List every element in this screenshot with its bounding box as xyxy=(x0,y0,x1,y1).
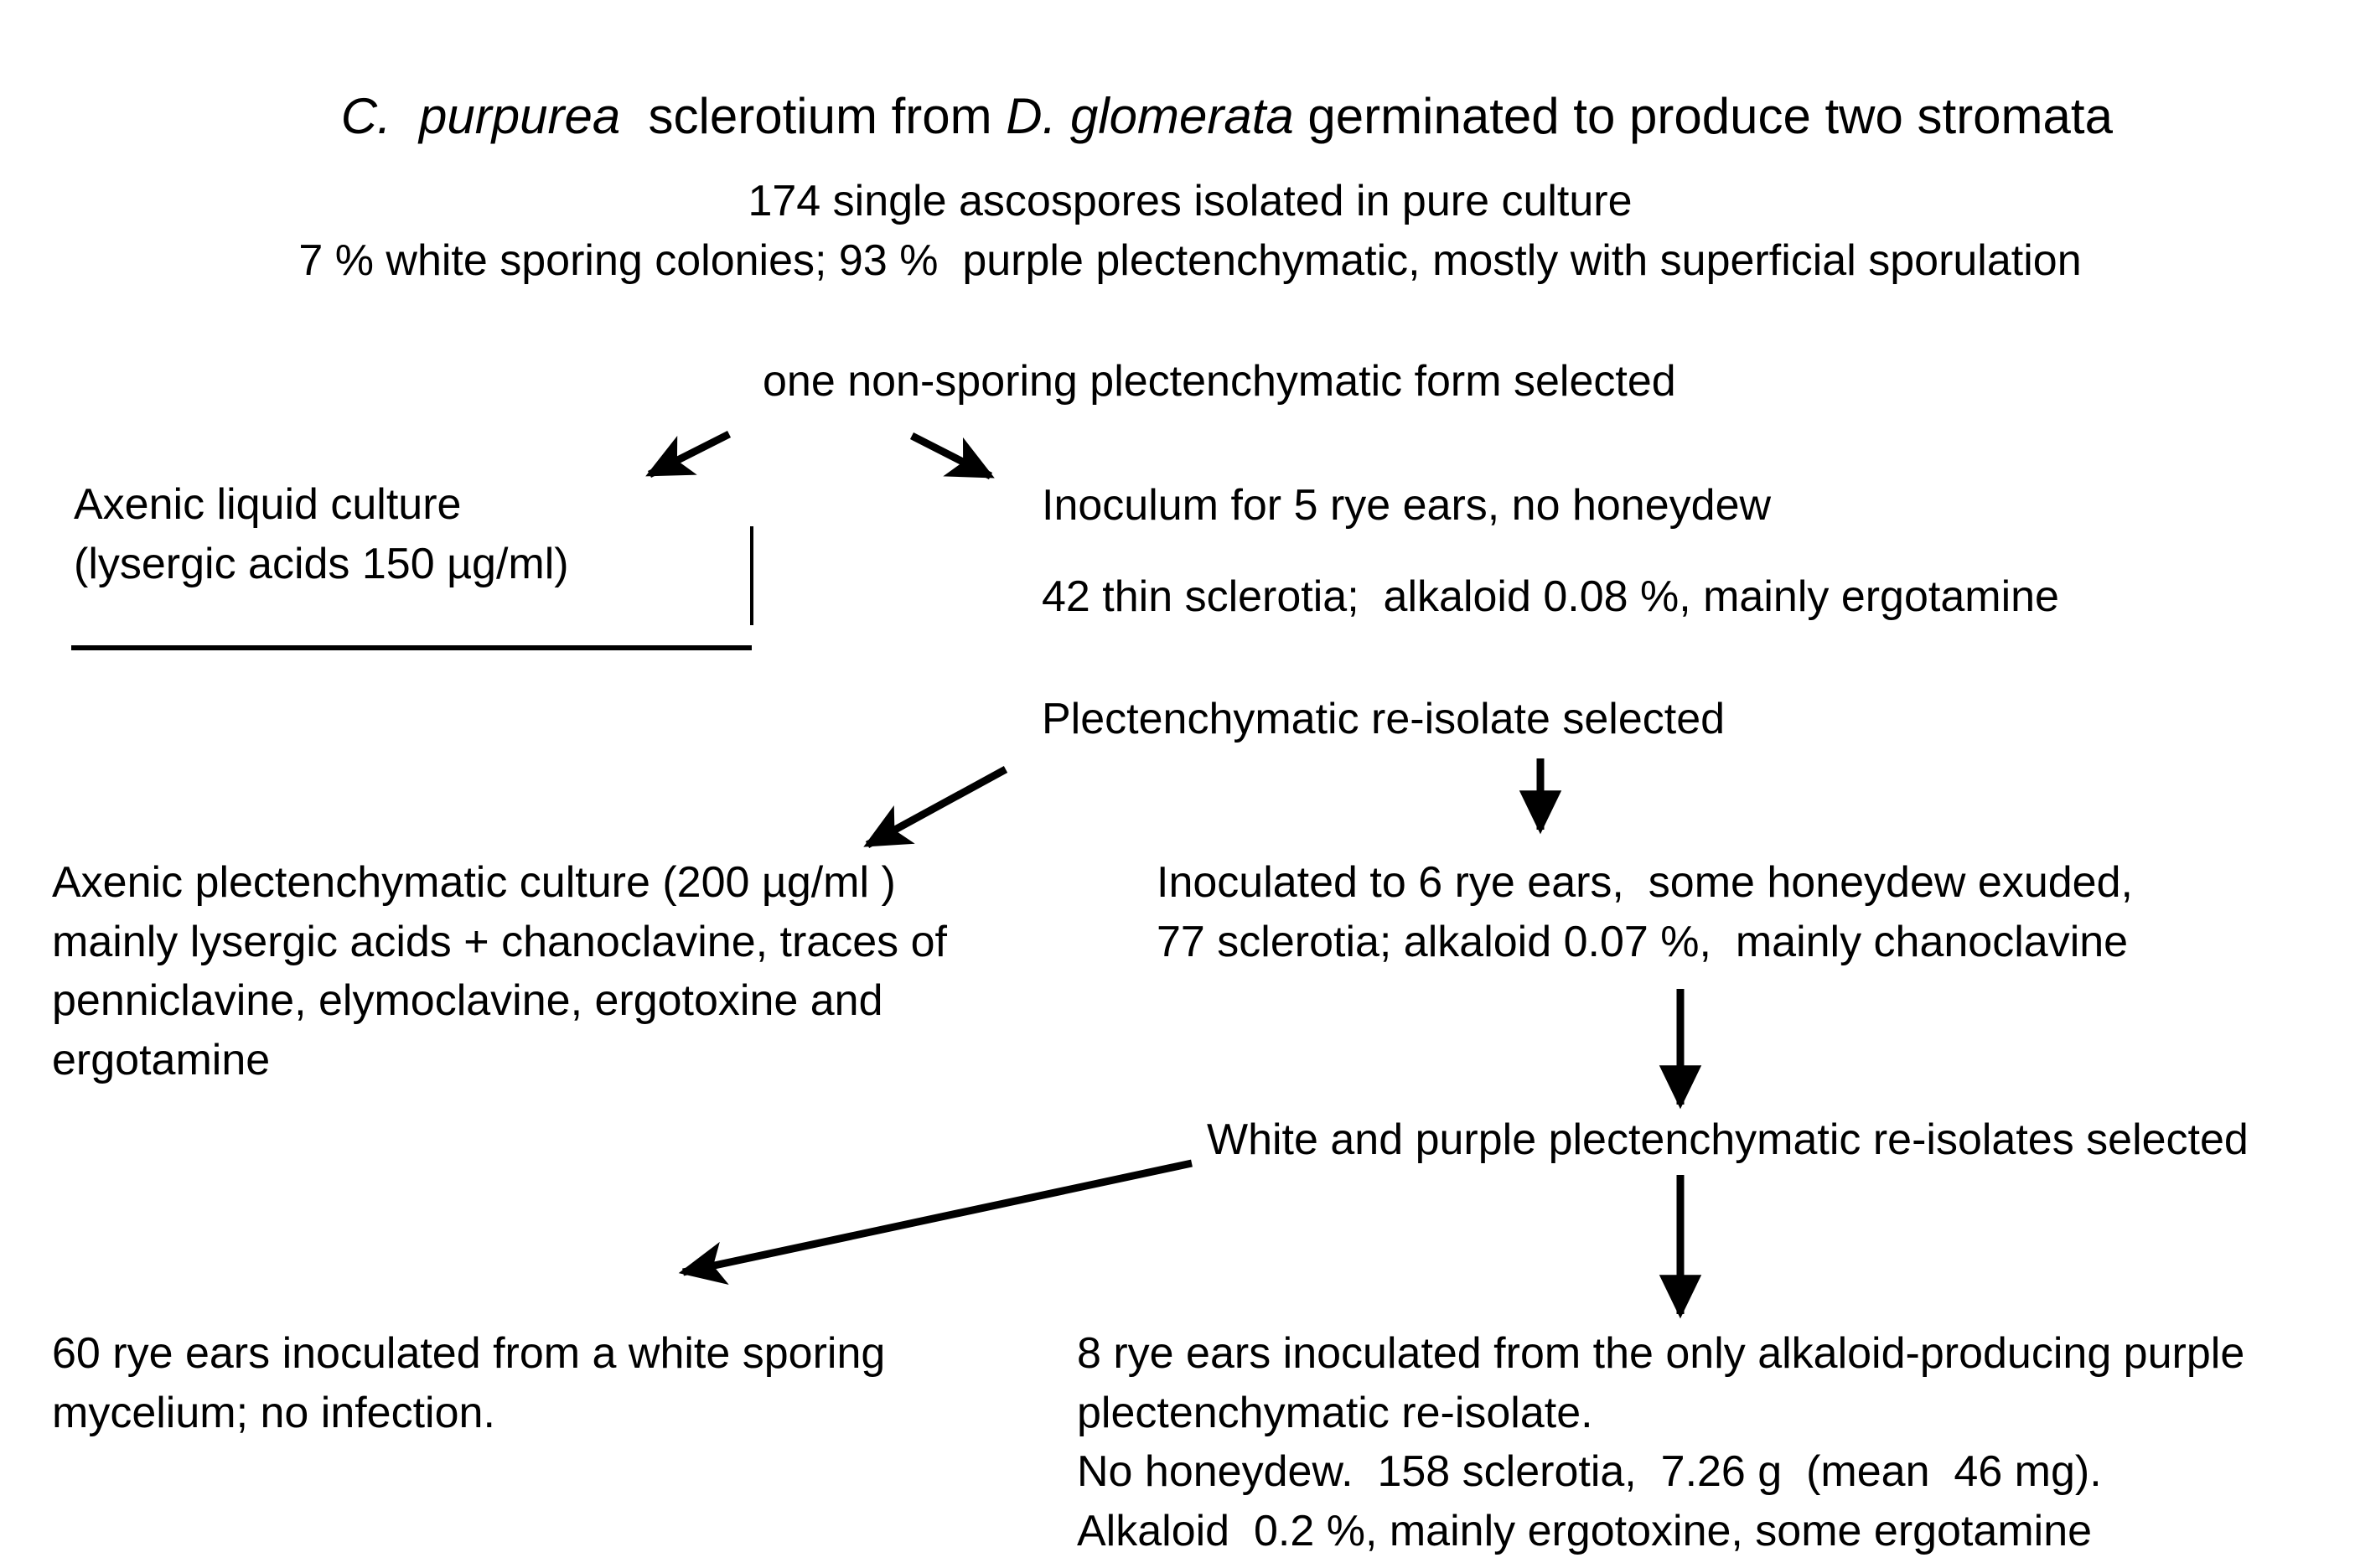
node-inoculum-5-rye-ears: Inoculum for 5 rye ears, no honeydew 42 … xyxy=(1042,476,2059,626)
node-axenic-liquid-line-1: Axenic liquid culture xyxy=(74,480,462,529)
title-genus-glomerata: D. glomerata xyxy=(1006,88,1294,144)
node-selected-form: one non-sporing plectenchymatic form sel… xyxy=(763,352,1676,411)
node-inoculated-6-line-1: Inoculated to 6 rye ears, some honeydew … xyxy=(1157,858,2133,907)
arrow-white-purple-to-60-rye-ears xyxy=(678,1159,1193,1285)
node-reisolate-selected-line-1: Plectenchymatic re-isolate selected xyxy=(1042,695,1726,743)
node-ascospores-line-2: 7 % white sporing colonies; 93 % purple … xyxy=(298,235,2082,285)
node-8-ears-line-2: plectenchymatic re-isolate. xyxy=(1077,1388,1593,1437)
node-axenic-plec-line-2: mainly lysergic acids + chanoclavine, tr… xyxy=(52,917,947,966)
node-8-ears-line-1: 8 rye ears inoculated from the only alka… xyxy=(1077,1329,2245,1378)
node-inoculum-5-line-1: Inoculum for 5 rye ears, no honeydew xyxy=(1042,481,1772,530)
node-white-purple-line-1: White and purple plectenchymatic re-isol… xyxy=(1207,1115,2249,1164)
node-8-rye-ears-purple: 8 rye ears inoculated from the only alka… xyxy=(1077,1324,2244,1561)
node-60-ears-line-2: mycelium; no infection. xyxy=(52,1388,495,1437)
node-inoculum-5-line-2: 42 thin sclerotia; alkaloid 0.08 %, main… xyxy=(1042,572,2059,621)
node-60-ears-line-1: 60 rye ears inoculated from a white spor… xyxy=(52,1329,886,1378)
node-inoculated-6-line-2: 77 sclerotia; alkaloid 0.07 %, mainly ch… xyxy=(1157,917,2129,966)
node-inoculated-6-rye-ears: Inoculated to 6 rye ears, some honeydew … xyxy=(1157,853,2133,971)
node-axenic-plec-line-4: ergotamine xyxy=(52,1036,271,1085)
node-axenic-liquid-line-2: (lysergic acids 150 µg/ml) xyxy=(74,539,569,588)
node-axenic-liquid-culture: Axenic liquid culture (lysergic acids 15… xyxy=(74,475,569,593)
node-ascospores-line-1: 174 single ascospores isolated in pure c… xyxy=(748,177,1633,225)
node-reisolate-selected: Plectenchymatic re-isolate selected xyxy=(1042,690,1725,749)
node-axenic-plec-line-3: penniclavine, elymoclavine, ergotoxine a… xyxy=(52,976,883,1026)
arrow-reisolate-to-axenic-plectenchymatic xyxy=(863,766,1008,848)
title-genus-purpurea: C. purpurea xyxy=(340,88,621,144)
node-8-ears-line-3: No honeydew. 158 sclerotia, 7.26 g (mean… xyxy=(1077,1447,2102,1497)
node-ascospores: 174 single ascospores isolated in pure c… xyxy=(285,172,2095,290)
node-60-rye-ears-white: 60 rye ears inoculated from a white spor… xyxy=(52,1324,885,1442)
node-white-purple-reisolates: White and purple plectenchymatic re-isol… xyxy=(1207,1110,2249,1170)
bracket-vertical-line xyxy=(750,526,753,625)
arrow-form-to-inoculum-5 xyxy=(909,432,995,480)
bracket-horizontal-line xyxy=(71,645,752,650)
node-axenic-plectenchymatic-culture: Axenic plectenchymatic culture (200 µg/m… xyxy=(52,853,947,1090)
arrow-form-to-axenic-liquid xyxy=(645,430,732,479)
node-selected-form-line-1: one non-sporing plectenchymatic form sel… xyxy=(763,357,1676,406)
node-8-ears-line-4: Alkaloid 0.2 %, mainly ergotoxine, some … xyxy=(1077,1507,2093,1556)
node-axenic-plec-line-1: Axenic plectenchymatic culture (200 µg/m… xyxy=(52,858,896,907)
title-tail: germinated to produce two stromata xyxy=(1293,88,2113,144)
title-mid-1: sclerotium from xyxy=(620,88,1007,144)
page-title: C. purpurea sclerotium from D. glomerata… xyxy=(285,18,2113,215)
